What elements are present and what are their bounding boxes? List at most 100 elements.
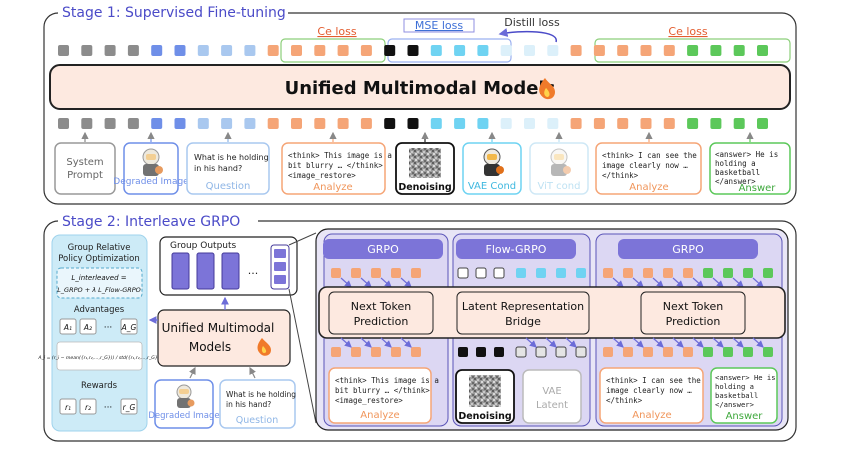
vit-cond-label: ViT cond	[538, 181, 581, 192]
stage2-analyze2-line2: image clearly now …	[606, 386, 692, 395]
astronaut-blurry-image	[142, 148, 163, 176]
token-out-cyan	[477, 45, 489, 56]
vae-latent-line2: Latent	[536, 400, 568, 411]
token-in-cyan	[477, 118, 489, 129]
advantage-formula: A_i = (r_i − mean({r₁,r₂,…,r_G})) / std(…	[37, 355, 159, 361]
token-in-orange	[391, 347, 401, 357]
advantage-box	[79, 318, 97, 335]
token-in-orange	[603, 347, 613, 357]
group-output-2	[196, 252, 215, 290]
grpo-header-right	[618, 239, 758, 259]
stage2-degraded-image-label: Degraded Image	[148, 411, 219, 421]
token-out-cyan	[516, 268, 526, 278]
token-out-orange	[411, 268, 421, 278]
analyze1-line3: <image_restore>	[288, 171, 356, 180]
token-in-green	[763, 347, 773, 357]
stage2-answer-line2: holding a	[715, 382, 754, 391]
answer-label: Answer	[739, 183, 777, 194]
stage2-question-box: What is he holding in his hand? Question	[219, 379, 296, 429]
token-in-green	[733, 118, 745, 129]
analyze1-line2: bit blurry … </think>	[288, 161, 383, 170]
token-in-cyan	[454, 118, 466, 129]
token-out-orange	[593, 45, 605, 56]
vae-latent-box: VAE Latent	[522, 369, 582, 424]
stage1-title: Stage 1: Supervised Fine-tuning	[62, 5, 286, 21]
vae-cond-box: VAE Cond	[462, 142, 522, 195]
stage2-analyze2-line3: </think>	[606, 396, 643, 405]
token-out-orange	[663, 268, 673, 278]
stage2-answer-line3: basketball	[715, 391, 758, 400]
token-in-gray	[555, 346, 567, 358]
stage2-answer-line4: </answer>	[715, 400, 755, 409]
token-out-green	[763, 268, 773, 278]
flow-arrow	[752, 337, 764, 348]
token-out-orange	[360, 45, 372, 56]
token-in-orange	[267, 118, 279, 129]
advantage-text: A₁	[63, 323, 72, 332]
stage2-question-line2: in his hand?	[226, 400, 271, 409]
token-in-orange	[351, 347, 361, 357]
token-out-cyan	[430, 45, 442, 56]
token-out-lightblue	[197, 45, 209, 56]
flow-arrow	[400, 277, 412, 288]
vae-cond-label: VAE Cond	[468, 181, 516, 192]
stage2-analyze1-label: Analyze	[360, 410, 399, 421]
token-in-green	[723, 347, 733, 357]
system-prompt-line1: System	[66, 157, 103, 168]
token-out-gray	[127, 45, 139, 56]
token-out-orange	[640, 45, 652, 56]
token-in-pale	[547, 118, 559, 129]
reward-text: r₁	[65, 403, 71, 412]
analyze2-line3: </think>	[602, 171, 639, 180]
token-out-green	[723, 268, 733, 278]
flow-arrow	[612, 277, 624, 288]
advantage-box	[120, 318, 138, 335]
rewards-label: Rewards	[81, 381, 118, 391]
token-out-green	[710, 45, 722, 56]
token-in-orange	[360, 118, 372, 129]
flow-arrow	[672, 277, 684, 288]
token-in-gray	[58, 118, 69, 129]
loss-formula-box	[56, 267, 143, 299]
loss-formula-bottom: L_GRPO + λ L_Flow-GRPO	[57, 286, 141, 294]
answer-line1: <answer> He is	[715, 150, 778, 159]
stage2-degraded-image-box: Degraded Image	[148, 379, 220, 429]
flow-grpo-header	[456, 239, 576, 259]
analyze2-label: Analyze	[629, 182, 668, 193]
denoising-box: Denoising	[395, 142, 455, 195]
token-in-black	[407, 118, 419, 129]
token-in-orange	[570, 118, 582, 129]
flow-arrow	[525, 337, 537, 348]
stage2-title: Stage 2: Interleave GRPO	[62, 214, 240, 230]
advantage-box	[59, 318, 77, 335]
stage2-denoising-label: Denoising	[458, 411, 511, 422]
token-out-orange	[314, 45, 326, 56]
flow-arrow	[632, 277, 644, 288]
token-out-gray	[81, 45, 93, 56]
token-out-cyan	[576, 268, 586, 278]
token-in-orange	[314, 118, 326, 129]
token-in-green	[743, 347, 753, 357]
advantage-text: A_G	[121, 323, 137, 332]
stage2-input-tokens	[331, 337, 773, 358]
token-in-blue	[174, 118, 186, 129]
token-in-orange	[640, 118, 652, 129]
flow-arrow	[340, 277, 352, 288]
token-in-gray	[81, 118, 93, 129]
stage1-input-arrows	[81, 131, 754, 142]
token-in-orange	[593, 118, 605, 129]
token-in-lightblue	[221, 118, 233, 129]
token-in-orange	[683, 347, 693, 357]
token-out-orange	[643, 268, 653, 278]
token-in-orange	[617, 118, 629, 129]
stage2-output-tokens	[331, 267, 773, 288]
flow-arrow	[752, 277, 764, 288]
token-in-gray	[515, 346, 527, 358]
ce-loss-label-left: Ce loss	[317, 25, 356, 38]
reward-box	[120, 398, 138, 415]
token-out-empty	[457, 267, 469, 279]
token-in-orange	[663, 118, 675, 129]
stage2-analyze-box-1: <think> This image is a bit blurry … </t…	[328, 367, 439, 424]
token-out-orange	[570, 45, 582, 56]
